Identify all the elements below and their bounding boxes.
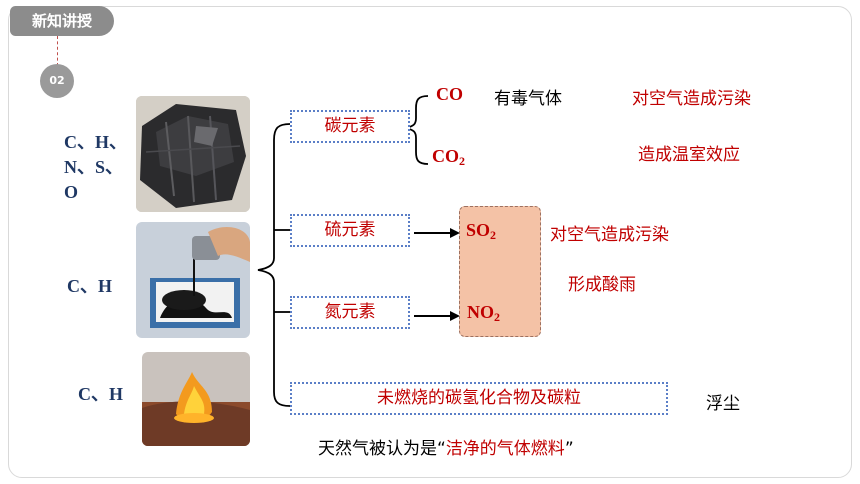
oxides-highlight <box>459 206 541 337</box>
so2-formula-base: SO <box>466 220 491 240</box>
gas-elements-label: C、H <box>78 384 123 404</box>
no2-formula-base: NO <box>467 302 494 322</box>
footer-close-quote: ” <box>564 439 574 459</box>
co2-formula: CO2 <box>432 146 465 169</box>
greenhouse-effect-label: 造成温室效应 <box>638 145 740 165</box>
co-formula: CO <box>436 84 463 107</box>
coal-elements-label: C、H、 N、S、 O <box>64 130 127 205</box>
footer-open-quote: “ <box>437 439 446 459</box>
slide-frame <box>8 6 852 478</box>
section-number: 02 <box>40 64 74 98</box>
coal-elements-line1: C、H、 <box>64 132 127 152</box>
section-tag: 新知讲授 <box>10 6 114 36</box>
carbon-element-box: 碳元素 <box>290 110 410 143</box>
so2-formula: SO2 <box>466 220 496 243</box>
coal-photo <box>136 96 250 212</box>
nitrogen-element-box: 氮元素 <box>290 296 410 329</box>
no2-formula: NO2 <box>467 302 500 325</box>
oil-elements-label: C、H <box>67 276 112 296</box>
tag-connector <box>57 36 58 66</box>
co-formula-base: CO <box>436 84 463 104</box>
sulfur-element-box: 硫元素 <box>290 214 410 247</box>
co-pollution-label: 对空气造成污染 <box>632 89 751 109</box>
natural-gas-flame-photo <box>142 352 250 446</box>
no2-formula-sub: 2 <box>494 310 500 324</box>
so2-pollution-label: 对空气造成污染 <box>550 225 669 245</box>
dust-label: 浮尘 <box>706 394 740 414</box>
unburned-hydrocarbons-box: 未燃烧的碳氢化合物及碳粒 <box>290 382 668 415</box>
footer-highlight: 洁净的气体燃料 <box>445 439 565 459</box>
co2-formula-sub: 2 <box>459 154 465 168</box>
footer-prefix: 天然气被认为是 <box>318 439 437 459</box>
oil-photo <box>136 222 250 338</box>
co-toxic-label: 有毒气体 <box>494 89 562 109</box>
coal-elements-line2: N、S、 <box>64 157 124 177</box>
co2-formula-base: CO <box>432 146 459 166</box>
footer-sentence: 天然气被认为是“洁净的气体燃料” <box>318 434 574 459</box>
acid-rain-label: 形成酸雨 <box>568 275 636 295</box>
coal-elements-line3: O <box>64 182 79 202</box>
so2-formula-sub: 2 <box>490 228 497 242</box>
